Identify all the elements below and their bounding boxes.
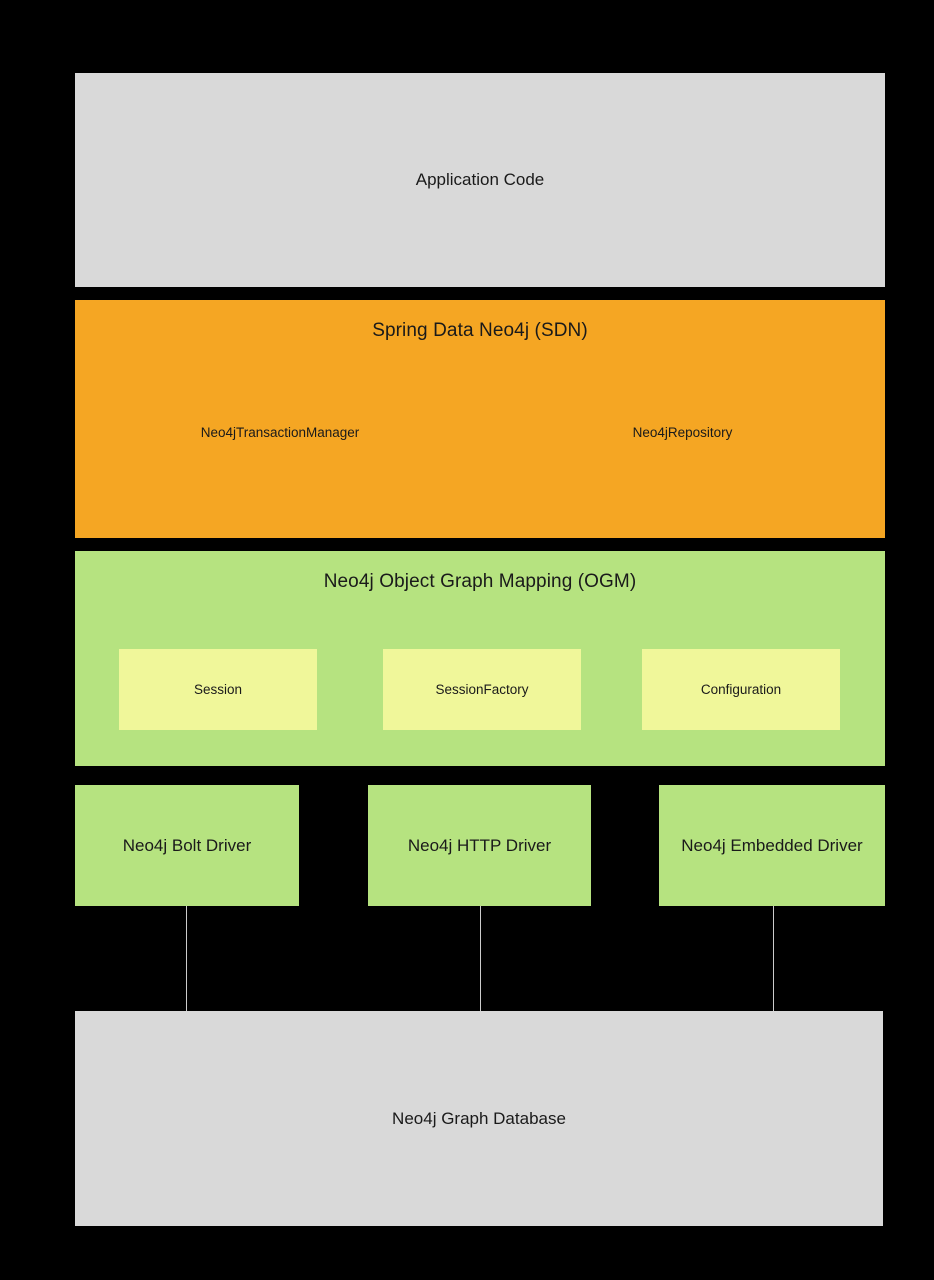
driver-neo4j-http[interactable]: Neo4j HTTP Driver bbox=[368, 785, 591, 906]
driver-label: Neo4j Bolt Driver bbox=[122, 835, 252, 855]
driver-label: Neo4j Embedded Driver bbox=[681, 835, 863, 855]
spring-data-neo4j-title: Spring Data Neo4j (SDN) bbox=[372, 320, 588, 341]
component-label: Configuration bbox=[700, 682, 782, 697]
connector-embedded-to-database bbox=[773, 906, 774, 1011]
driver-neo4j-embedded[interactable]: Neo4j Embedded Driver bbox=[659, 785, 885, 906]
component-label: Neo4jRepository bbox=[632, 425, 733, 440]
layer-neo4j-graph-database: Neo4j Graph Database bbox=[75, 1011, 883, 1226]
layer-neo4j-ogm: Neo4j Object Graph Mapping (OGM) Session… bbox=[75, 551, 885, 766]
component-neo4j-transaction-manager[interactable]: Neo4jTransactionManager bbox=[181, 392, 379, 473]
neo4j-graph-database-label: Neo4j Graph Database bbox=[392, 1108, 566, 1128]
component-session[interactable]: Session bbox=[119, 649, 317, 730]
component-session-factory[interactable]: SessionFactory bbox=[383, 649, 581, 730]
connector-http-to-database bbox=[480, 906, 481, 1011]
component-label: Neo4jTransactionManager bbox=[200, 425, 360, 440]
connector-bolt-to-database bbox=[186, 906, 187, 1011]
component-label: Session bbox=[193, 682, 243, 697]
driver-neo4j-bolt[interactable]: Neo4j Bolt Driver bbox=[75, 785, 299, 906]
component-label: SessionFactory bbox=[435, 682, 529, 697]
neo4j-ogm-title: Neo4j Object Graph Mapping (OGM) bbox=[323, 571, 637, 592]
component-neo4j-repository[interactable]: Neo4jRepository bbox=[579, 392, 786, 473]
layer-application-code: Application Code bbox=[75, 73, 885, 287]
layer-spring-data-neo4j: Spring Data Neo4j (SDN) Neo4jTransaction… bbox=[75, 300, 885, 538]
driver-label: Neo4j HTTP Driver bbox=[407, 835, 552, 855]
component-configuration[interactable]: Configuration bbox=[642, 649, 840, 730]
application-code-label: Application Code bbox=[415, 170, 545, 189]
